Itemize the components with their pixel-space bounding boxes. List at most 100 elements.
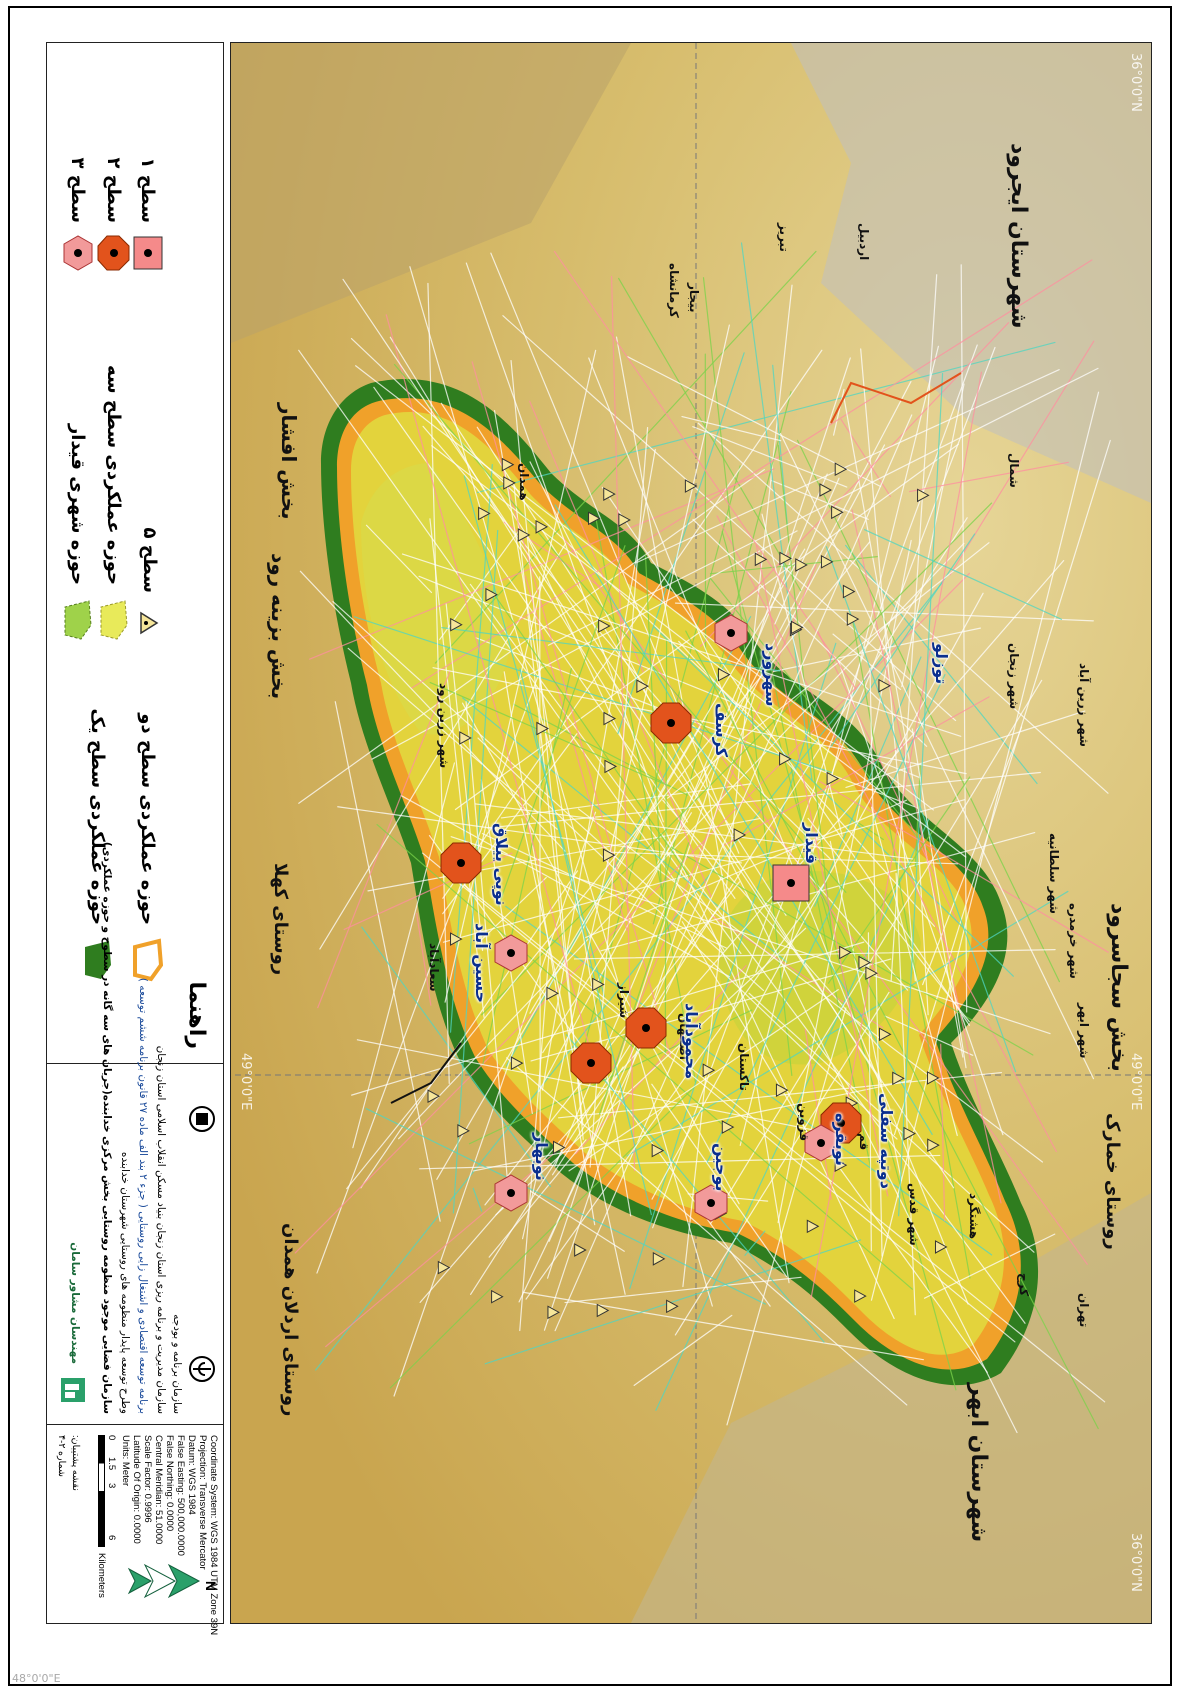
legend-item-zone-level1: حوزه عملکردی سطح یک xyxy=(81,708,115,983)
region-kohla: روستای کهلا xyxy=(270,863,291,976)
flow-line xyxy=(629,642,837,1290)
flow-line xyxy=(898,372,944,1217)
flow-line xyxy=(546,357,851,1279)
flow-line xyxy=(667,542,990,799)
flow-line xyxy=(476,341,1056,494)
flow-line xyxy=(401,553,962,737)
center-tuzlu-label: توزلو xyxy=(932,643,951,685)
road-south xyxy=(390,1042,462,1104)
village-triangle-icon xyxy=(858,955,871,970)
emblem-icon xyxy=(189,1356,215,1382)
dest-kermanshah: کرمانشاه xyxy=(667,263,681,318)
village-triangle-icon xyxy=(806,1219,820,1234)
flow-line xyxy=(699,322,1010,647)
lon-label-49-bottom: 49°0'0"E xyxy=(238,1053,253,1111)
flow-line xyxy=(445,603,484,952)
flow-line xyxy=(655,818,930,1411)
dest-tehran: تهران xyxy=(1077,1293,1091,1328)
flow-line xyxy=(365,524,433,594)
map-panel[interactable]: 36°0'0"N 36°0'0"N 49°0'0"E 49°0'0"E بخش … xyxy=(230,42,1152,1624)
flow-line xyxy=(530,1190,625,1252)
region-ijrud: شهرستان ایجرود xyxy=(1006,143,1031,329)
center-nowbahar-label: نوبهار xyxy=(532,1133,551,1181)
flow-line xyxy=(598,842,690,1115)
dest-north: شمال xyxy=(1007,453,1021,488)
dest-saadabad: سعادآباد xyxy=(427,943,441,992)
flow-line xyxy=(474,803,914,860)
zone-yellow-symbol xyxy=(100,600,128,640)
dest-zarrinrud: شهر زرین رود xyxy=(437,683,451,769)
flow-line xyxy=(352,762,456,1149)
center-dot xyxy=(507,1189,515,1197)
flow-line xyxy=(584,799,908,939)
flow-line xyxy=(421,852,1016,1343)
flow-line xyxy=(541,448,656,1091)
dest-qazvin: قزوین xyxy=(797,1103,811,1142)
lat-label-top: 36°0'0"N xyxy=(1128,1533,1143,1592)
road-northwest xyxy=(830,372,962,424)
village-triangle-icon xyxy=(878,1027,892,1042)
village-triangle-icon xyxy=(618,513,631,527)
flow-line xyxy=(334,701,441,1222)
flow-line xyxy=(497,545,626,907)
flow-line xyxy=(692,426,848,488)
credit-plan: وطرح توسعه پایدار منظومه های روستایی شهر… xyxy=(119,1151,131,1414)
flow-line xyxy=(356,1039,816,1131)
village-triangle-icon xyxy=(926,1071,940,1085)
flow-line xyxy=(365,1107,766,1305)
village-triangle-icon xyxy=(478,506,491,521)
flow-line xyxy=(829,840,903,1182)
flow-line xyxy=(495,927,807,1216)
legend-item-level1: سطح ۱ xyxy=(131,158,165,273)
flow-line xyxy=(316,665,543,1274)
village-triangle-icon xyxy=(652,1252,666,1266)
flow-line xyxy=(480,502,993,1016)
flow-line xyxy=(317,670,451,1009)
village-triangle-icon xyxy=(917,488,930,503)
flow-line xyxy=(940,1043,946,1222)
flow-line xyxy=(825,546,1017,1073)
zone-orange-symbol xyxy=(133,938,164,982)
flow-line xyxy=(355,365,934,811)
flow-line xyxy=(385,314,595,1064)
dest-zarrinabad: شهر زرین آباد xyxy=(1077,663,1091,747)
flow-line xyxy=(342,278,955,1189)
lat-label-bottom: 36°0'0"N xyxy=(1128,53,1143,112)
flow-line xyxy=(673,473,828,840)
flow-line xyxy=(833,388,845,436)
village-triangle-icon xyxy=(834,1158,848,1173)
flow-line xyxy=(478,876,547,943)
center-dot xyxy=(507,949,515,957)
region-bazineh-rud: بخش بزینه رود xyxy=(267,553,291,700)
legend-item-zone-urban: حوزه شهری قیدار xyxy=(61,424,95,643)
zone-green-symbol xyxy=(64,600,92,640)
dest-zanjan: شهر زنجان xyxy=(1007,643,1021,710)
flow-line xyxy=(917,840,929,1016)
flow-line xyxy=(434,250,817,664)
flow-line xyxy=(807,817,970,1023)
dest-abhar: شهر ابهر xyxy=(1077,1003,1091,1059)
proj-line-6: Central Meridian: 51.0000 xyxy=(153,1435,164,1545)
flow-line xyxy=(843,398,964,1058)
village-triangle-icon xyxy=(826,771,840,786)
flow-line xyxy=(436,726,701,1180)
legend-item-level3: سطح ۳ xyxy=(61,158,95,273)
village-triangle-icon xyxy=(602,848,616,863)
consultant-name: مهندسان مشاور سامان xyxy=(69,1242,81,1364)
landscape-sheet: 36°0'0"N 36°0'0"N 49°0'0"E 49°0'0"E بخش … xyxy=(32,22,1172,1672)
flow-line xyxy=(524,575,628,932)
flow-line xyxy=(493,410,632,1217)
village-triangle-icon xyxy=(603,487,616,501)
flow-line xyxy=(869,667,883,1257)
credit-org-2: سازمان مدیریت و برنامه ریزی استان زنجان … xyxy=(155,1045,167,1414)
flow-line xyxy=(772,627,981,673)
village-triangle-icon xyxy=(721,1120,735,1134)
village-triangle-icon xyxy=(834,462,848,477)
village-triangle-icon xyxy=(546,986,559,1001)
flow-line xyxy=(529,548,806,1014)
flow-line xyxy=(488,1139,587,1258)
consultant-logo-icon xyxy=(61,1378,85,1402)
region-khomarak: روستای خمارک xyxy=(1102,1113,1123,1250)
flow-line xyxy=(860,348,916,982)
flow-line xyxy=(465,262,664,823)
